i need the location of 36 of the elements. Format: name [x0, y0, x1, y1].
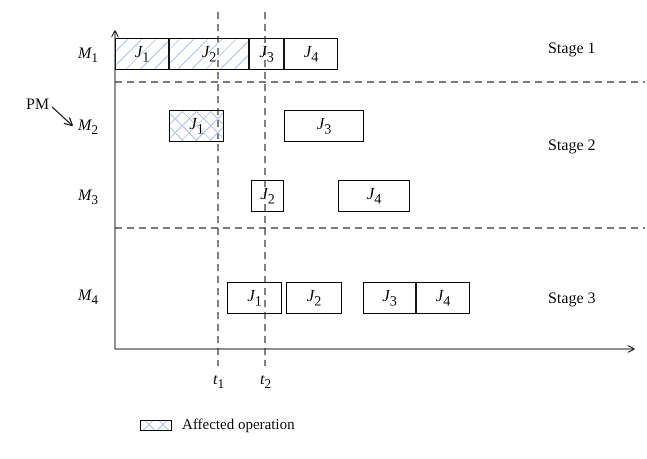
operation-bar [284, 38, 338, 70]
job-label: J$_{3}$ [259, 42, 274, 66]
time-label: t$_{1}$ [213, 372, 224, 391]
operation-bar [363, 282, 416, 314]
job-label: J$_{3}$ [316, 114, 332, 138]
machine-label: M$_{3}$ [78, 188, 98, 207]
machine-label: M$_{4}$ [78, 288, 98, 307]
job-label: J$_{2}$ [202, 42, 216, 66]
operation-bar [416, 282, 470, 314]
affected-operation-bar [169, 110, 224, 142]
operation-bar [286, 282, 342, 314]
operation-bar [249, 38, 284, 70]
operation-bar [338, 180, 410, 212]
job-label: J$_{1}$ [189, 114, 204, 138]
job-label: J$_{4}$ [436, 286, 450, 310]
machine-label: M$_{2}$ [78, 118, 98, 137]
operation-bar [115, 38, 169, 70]
machine-label: M$_{1}$ [78, 46, 98, 65]
time-label: t$_{2}$ [260, 372, 272, 391]
operation-bar [284, 110, 364, 142]
job-label: J$_{1}$ [134, 42, 150, 66]
job-label: J$_{2}$ [306, 286, 322, 310]
operation-bar [169, 38, 249, 70]
job-label: J$_{4}$ [304, 42, 318, 66]
job-label: J$_{3}$ [382, 286, 397, 310]
job-label: J$_{2}$ [260, 184, 275, 208]
stage-label: Stage 1 [548, 41, 596, 57]
legend-text: Affected operation [182, 418, 295, 433]
pm-label: PM [26, 97, 50, 113]
operation-bar [251, 180, 284, 212]
stage-label: Stage 2 [548, 138, 596, 154]
job-label: J$_{1}$ [247, 286, 262, 310]
arrow [52, 106, 74, 126]
job-label: J$_{4}$ [366, 184, 382, 208]
operation-bar [227, 282, 282, 314]
stage-label: Stage 3 [548, 291, 596, 307]
